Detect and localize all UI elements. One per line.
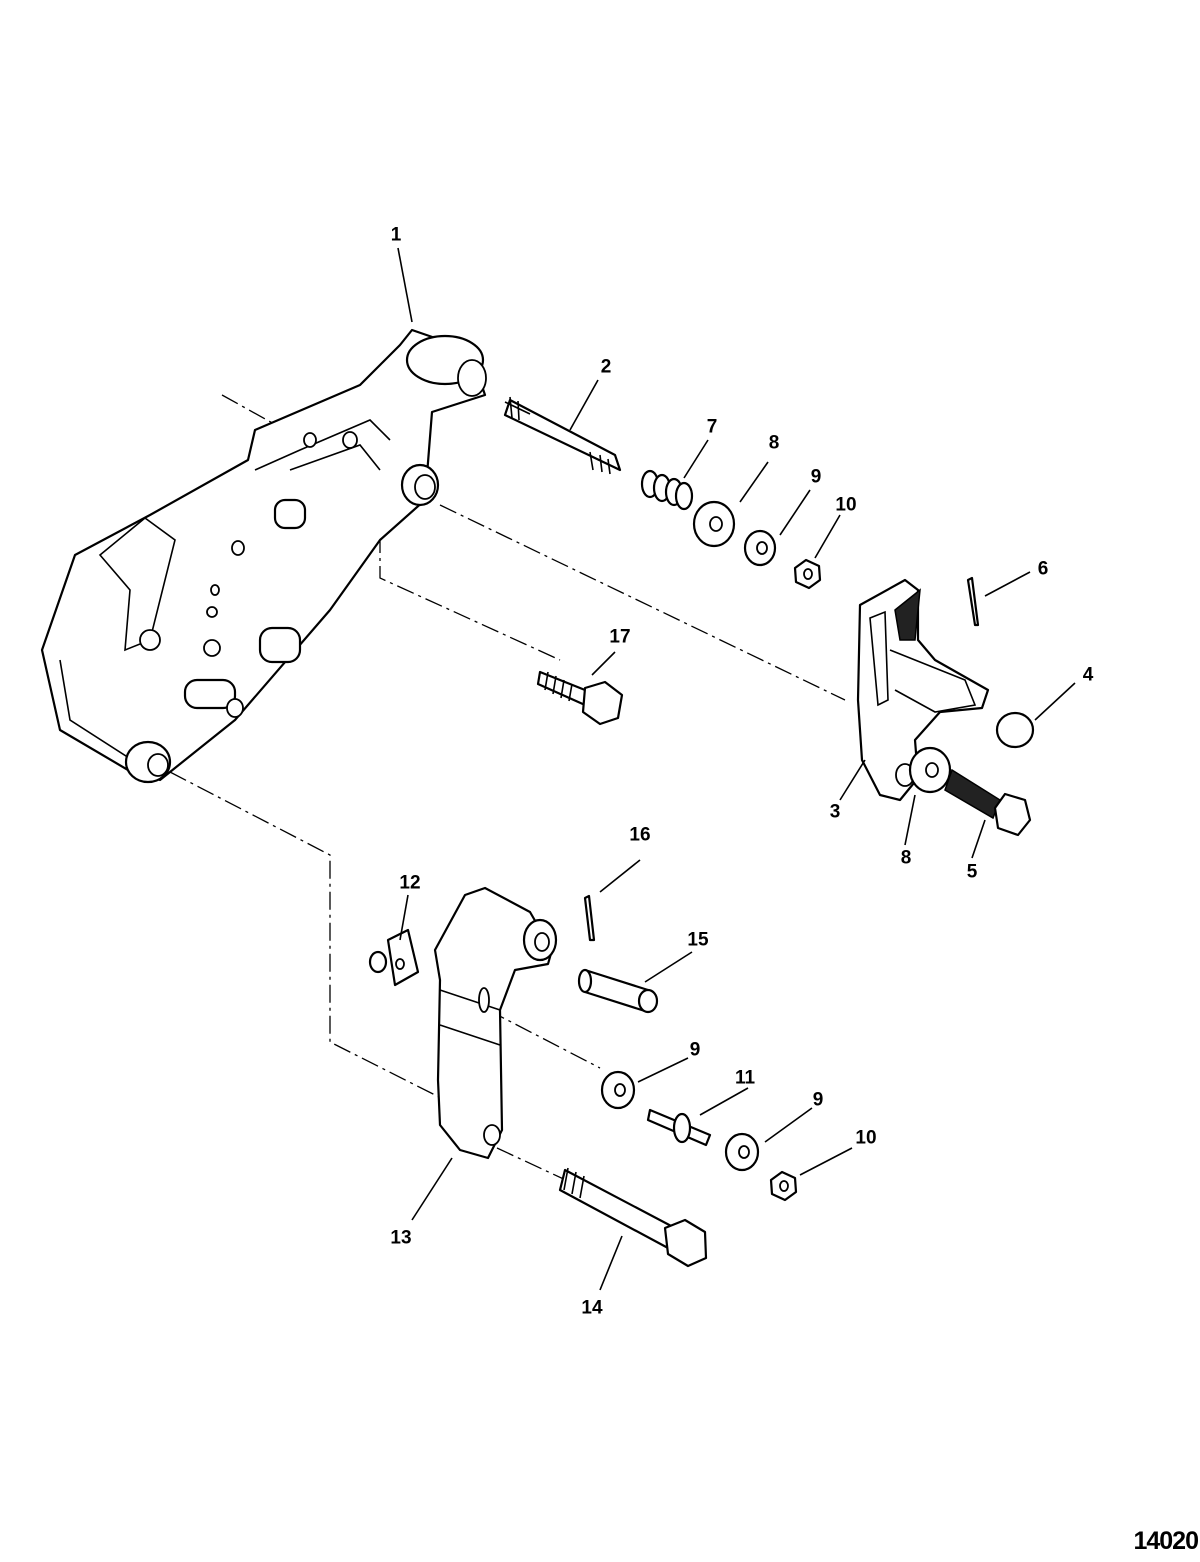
cap-part-4: [995, 711, 1035, 749]
callout-11: 11: [734, 1067, 756, 1089]
callout-2: 2: [600, 356, 612, 378]
callout-13: 13: [390, 1227, 412, 1249]
pin-part-15: [577, 968, 659, 1014]
stud-part-11: [646, 1108, 712, 1147]
nut-part-10-upper: [793, 558, 822, 590]
bolt-part-5: [944, 768, 1032, 837]
callout-8-lower: 8: [900, 847, 912, 869]
callout-8-upper: 8: [768, 432, 780, 454]
callout-1: 1: [390, 224, 402, 246]
callout-16: 16: [629, 824, 651, 846]
callout-10-upper: 10: [835, 494, 857, 516]
callout-5: 5: [966, 861, 978, 883]
callout-6: 6: [1037, 558, 1049, 580]
nut-part-10-lower: [769, 1170, 798, 1202]
washer-part-9-mid: [600, 1070, 636, 1110]
bolt-part-17: [536, 670, 624, 726]
spring-part-7: [640, 469, 694, 511]
callout-9-lower: 9: [812, 1089, 824, 1111]
callout-9-upper: 9: [810, 466, 822, 488]
callout-4: 4: [1082, 664, 1094, 686]
stud-part-2: [503, 396, 622, 475]
clip-part-12: [368, 928, 420, 987]
lever-part-3: [856, 578, 990, 802]
washer-part-8-lower: [908, 746, 952, 794]
main-bracket-part-1: [40, 328, 487, 784]
washer-part-9-lower: [724, 1132, 760, 1172]
callout-12: 12: [399, 872, 421, 894]
callout-17: 17: [609, 626, 631, 648]
cotter-pin-part-16: [583, 894, 596, 942]
cotter-pin-part-6: [966, 576, 980, 627]
callout-9-mid: 9: [689, 1039, 701, 1061]
washer-part-8-upper: [692, 500, 736, 548]
washer-part-9-upper: [743, 529, 777, 567]
bolt-part-14: [558, 1167, 708, 1268]
leader-lines: [397, 247, 1076, 1291]
callout-10-lower: 10: [855, 1127, 877, 1149]
callout-3: 3: [829, 801, 841, 823]
link-arm-part-13: [433, 886, 558, 1160]
callout-7: 7: [706, 416, 718, 438]
callout-15: 15: [687, 929, 709, 951]
callout-14: 14: [581, 1297, 603, 1319]
assembly-centerlines: [169, 394, 846, 1183]
figure-id: 14020: [1133, 1527, 1199, 1555]
